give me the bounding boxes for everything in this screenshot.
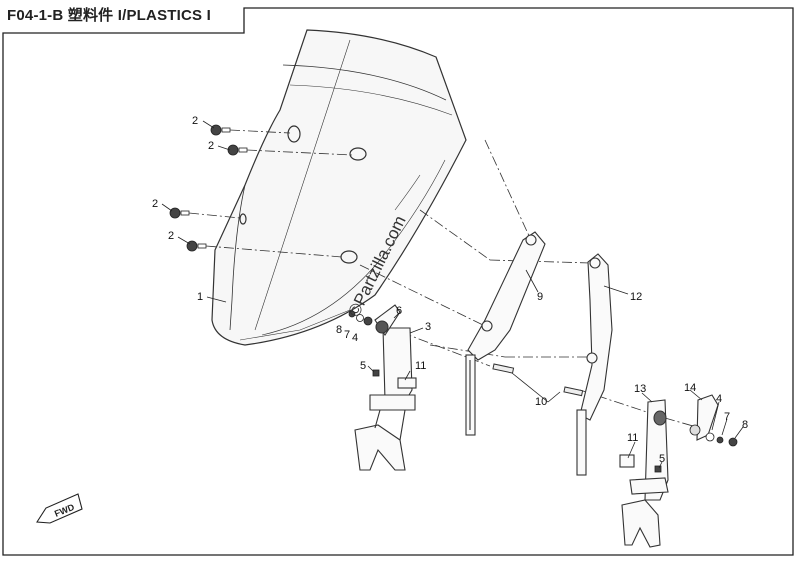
bracket-part-12 [576, 253, 613, 476]
bolt-part-10 [492, 363, 584, 397]
windshield-part [211, 29, 467, 346]
callout-label: 8 [742, 419, 748, 431]
right-hardware [654, 424, 738, 473]
callout-label: 2 [152, 198, 158, 210]
callout-labels: 2 2 2 2 1 3 4 5 6 7 8 9 10 11 11 12 13 1… [152, 115, 748, 465]
callout-label: 12 [630, 291, 642, 303]
fwd-arrow-badge: FWD [36, 493, 83, 524]
callout-label: 3 [425, 321, 431, 333]
callout-label: 9 [537, 291, 543, 303]
callout-label: 1 [197, 291, 203, 303]
callout-label: 5 [659, 453, 665, 465]
callout-label: 5 [360, 360, 366, 372]
callout-label: 6 [396, 305, 402, 317]
diagram-title: F04-1-B 塑料件 I/PLASTICS I [7, 7, 211, 24]
callout-label: 2 [168, 230, 174, 242]
callout-label: 11 [415, 360, 426, 372]
callout-label: 2 [208, 140, 214, 152]
left-hardware [348, 310, 380, 377]
right-mount-assembly [619, 394, 719, 548]
diagram-frame [2, 7, 794, 556]
callout-label: 11 [627, 432, 638, 444]
callout-label: 7 [344, 329, 350, 341]
left-mount-assembly [354, 304, 417, 471]
callout-label: 8 [336, 324, 342, 336]
bracket-part-9 [465, 231, 546, 436]
callout-label: 4 [716, 393, 722, 405]
callout-label: 4 [352, 332, 358, 344]
callout-label: 7 [724, 411, 730, 423]
callout-label: 2 [192, 115, 198, 127]
callout-label: 14 [684, 382, 696, 394]
callout-label: 13 [634, 383, 646, 395]
alignment-lines [188, 129, 701, 429]
callout-label: 10 [535, 396, 547, 408]
leader-lines [161, 120, 744, 469]
